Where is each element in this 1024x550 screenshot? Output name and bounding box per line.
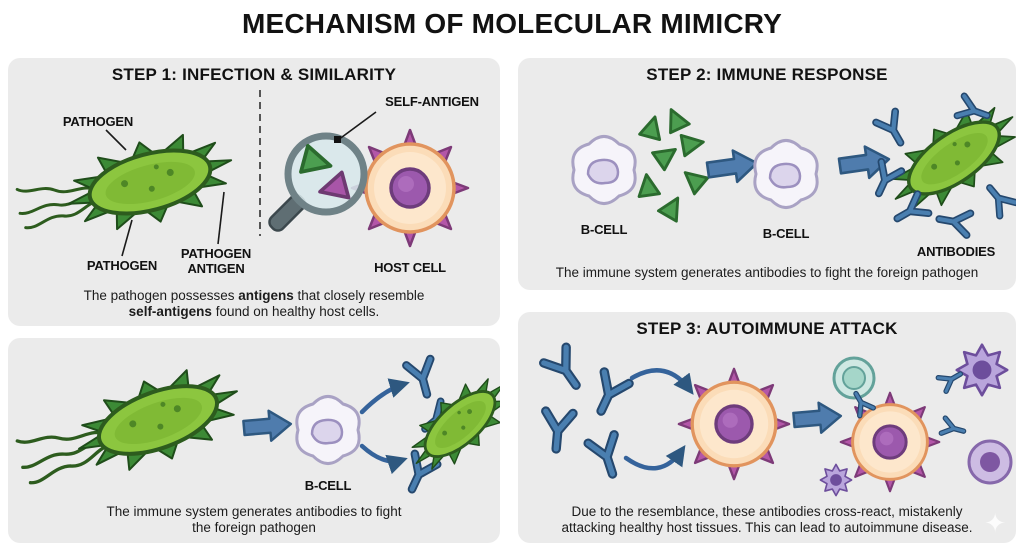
host-cell-icon — [839, 391, 941, 493]
pointer-line — [217, 191, 225, 245]
antibody-icon — [543, 411, 573, 450]
pathogen-label-top: PATHOGEN — [63, 114, 133, 129]
caption-text: The immune system generates antibodies t… — [555, 265, 979, 280]
caption-text: found on healthy host cells. — [211, 304, 380, 319]
antigen-triangle-icon — [651, 139, 683, 172]
panel-step1: STEP 1: INFECTION & SIMILARITY PATHOGEN … — [8, 58, 500, 326]
antibody-production-illustration: B-CELL — [12, 350, 500, 502]
caption-bold-text: antigens — [238, 288, 294, 303]
antigen-triangle-icon — [660, 103, 691, 135]
caption-bold-text: self-antigens — [128, 304, 212, 319]
caption-text: the foreign pathogen — [192, 520, 316, 535]
antibody-icon — [876, 111, 910, 148]
arrow-right-icon — [791, 399, 844, 437]
b-cell-illustration — [753, 139, 819, 209]
panel-antibody-production: B-CELL The immune system generates antib… — [8, 338, 500, 543]
step3-caption: Due to the resemblance, these antibodies… — [518, 504, 1016, 536]
panel-step2: STEP 2: IMMUNE RESPONSE B-CELL B-CELL AN… — [518, 58, 1016, 290]
antigen-triangle-icon — [656, 191, 689, 223]
pathogen-icon — [56, 118, 244, 246]
step3-heading: STEP 3: AUTOIMMUNE ATTACK — [636, 319, 898, 338]
curved-arrow — [359, 443, 408, 475]
antibody-icon — [588, 435, 625, 478]
antigen-triangle-icon — [638, 112, 667, 142]
pathogen-illustration — [395, 361, 500, 487]
b-cell-icon — [753, 139, 819, 209]
b-cell-label: B-CELL — [763, 226, 810, 241]
host-cell-illustration — [677, 367, 791, 481]
antibody-icon — [941, 418, 965, 439]
host-cell-illustration — [350, 128, 470, 248]
antibody-icon — [937, 208, 970, 235]
page-title: MECHANISM OF MOLECULAR MIMICRY — [241, 8, 783, 39]
host-cell-illustration — [839, 391, 941, 493]
host-cell-icon — [677, 367, 791, 481]
pointer-line — [337, 111, 377, 141]
watermark-star-icon: ✦ — [984, 508, 1006, 538]
antibody-production-caption: The immune system generates antibodies t… — [8, 504, 500, 536]
b-cell-icon — [295, 395, 361, 465]
caption-text: The immune system generates antibodies t… — [106, 504, 402, 519]
self-antigen-label: SELF-ANTIGEN — [385, 94, 479, 109]
pointer-line — [105, 129, 127, 151]
antibody-icon — [982, 181, 1016, 216]
pathogen-antigen-label-line2: ANTIGEN — [187, 261, 244, 276]
arrow-right-icon — [241, 407, 294, 445]
caption-text: attacking healthy host tissues. This can… — [561, 520, 973, 535]
step3-illustration — [518, 340, 1013, 497]
b-cell-label: B-CELL — [305, 478, 352, 493]
host-cell-icon — [350, 128, 470, 248]
b-cell-label: B-CELL — [581, 222, 628, 237]
host-cell-label: HOST CELL — [374, 260, 446, 275]
arrow-right-icon — [704, 146, 761, 187]
antigen-triangle-icon — [677, 163, 710, 196]
caption-text: The pathogen possesses — [83, 288, 239, 303]
curved-arrow — [629, 368, 694, 395]
step2-illustration: B-CELL B-CELL ANTIBODIES — [571, 86, 1016, 259]
step2-heading: STEP 2: IMMUNE RESPONSE — [646, 65, 888, 84]
pathogen-illustration — [12, 118, 244, 246]
pointer-square — [334, 136, 341, 143]
antibodies-label: ANTIBODIES — [917, 244, 996, 259]
antigen-triangle-icon — [634, 171, 661, 198]
b-cell-icon — [571, 135, 637, 205]
curved-arrow — [623, 444, 686, 471]
pathogen-icon — [395, 361, 500, 487]
b-cell-illustration — [571, 135, 637, 205]
pointer-line — [121, 219, 133, 257]
purple-cell-icon — [967, 439, 1013, 485]
pathogen-illustration — [12, 350, 253, 490]
antibody-icon — [544, 347, 587, 393]
step1-heading: STEP 1: INFECTION & SIMILARITY — [111, 65, 397, 84]
antigen-triangle-icon — [679, 130, 707, 158]
antibody-icon — [406, 359, 438, 398]
caption-text: that closely resemble — [293, 288, 425, 303]
antibody-icon — [589, 372, 629, 417]
immune-cell-icon — [819, 463, 853, 497]
panel-step3: STEP 3: AUTOIMMUNE ATTACK Due to the res… — [518, 312, 1016, 543]
pathogen-antigen-label-line1: PATHOGEN — [181, 246, 251, 261]
step2-caption: The immune system generates antibodies t… — [518, 265, 1016, 281]
step1-illustration: PATHOGEN PATHOGEN PATHOGEN ANTIGEN SELF-… — [12, 90, 479, 276]
curved-arrow — [359, 378, 410, 415]
pathogen-icon — [63, 350, 253, 490]
immune-cell-icon — [955, 343, 1009, 397]
caption-text: Due to the resemblance, these antibodies… — [571, 504, 963, 519]
pathogen-label-bottom: PATHOGEN — [87, 258, 157, 273]
step1-caption: The pathogen possesses antigens that clo… — [8, 288, 500, 320]
b-cell-illustration — [295, 395, 361, 465]
